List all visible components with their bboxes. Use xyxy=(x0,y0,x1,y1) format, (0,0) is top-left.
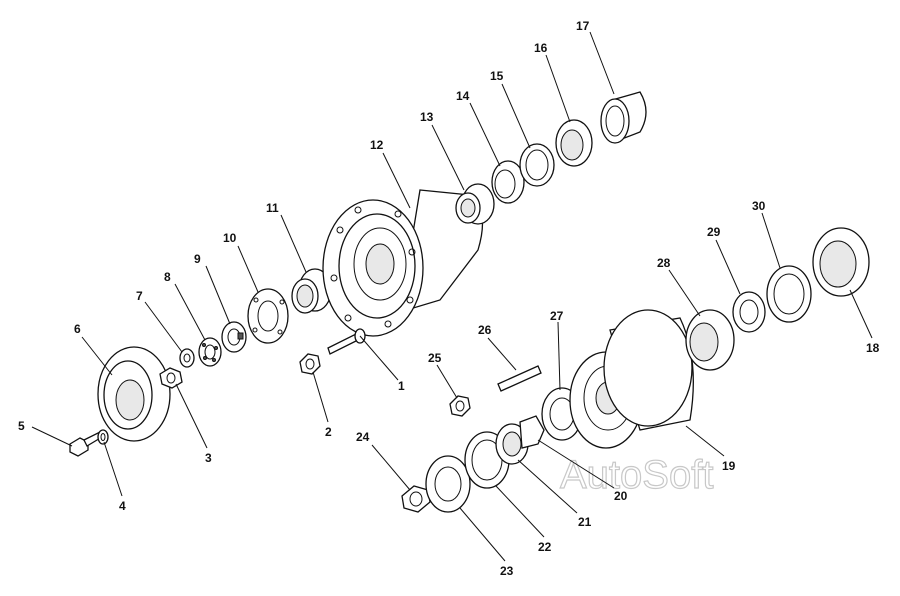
callout-17: 17 xyxy=(576,19,590,33)
callout-1: 1 xyxy=(398,379,405,393)
part-wheel-stud xyxy=(327,328,366,355)
part-stud-nut xyxy=(449,395,471,417)
callout-5: 5 xyxy=(18,419,25,433)
part-wheel-nut xyxy=(299,353,321,375)
callout-23: 23 xyxy=(500,564,514,578)
callout-labels: 1 2 3 4 5 6 7 8 9 10 11 12 13 14 15 16 1… xyxy=(18,19,880,578)
part-seal xyxy=(495,423,529,465)
part-seal-ring xyxy=(519,143,555,187)
part-rear-hub xyxy=(569,309,694,449)
part-oil-seal xyxy=(555,119,593,167)
callout-7: 7 xyxy=(136,289,143,303)
callout-3: 3 xyxy=(205,451,212,465)
watermark-text: AutoSoft xyxy=(560,453,713,497)
part-bolt xyxy=(69,431,103,457)
callout-16: 16 xyxy=(534,41,548,55)
callout-2: 2 xyxy=(325,425,332,439)
part-lock-washer xyxy=(97,429,109,445)
part-nut xyxy=(159,367,183,389)
callout-15: 15 xyxy=(490,69,504,83)
callout-20: 20 xyxy=(614,489,628,503)
callout-14: 14 xyxy=(456,89,470,103)
part-spacer-ring xyxy=(425,455,471,513)
callout-13: 13 xyxy=(420,110,434,124)
part-collar xyxy=(519,415,545,449)
leader-lines xyxy=(31,31,873,562)
part-spacer-sleeve xyxy=(600,91,647,144)
part-retaining-ring xyxy=(766,265,812,323)
callout-19: 19 xyxy=(722,459,736,473)
callout-25: 25 xyxy=(428,351,442,365)
part-gasket xyxy=(247,288,289,344)
callout-30: 30 xyxy=(752,199,766,213)
part-front-hub xyxy=(322,189,484,337)
callout-29: 29 xyxy=(707,225,721,239)
callout-18: 18 xyxy=(866,341,880,355)
part-washer xyxy=(179,348,195,368)
part-inner-bearing xyxy=(455,183,495,225)
callout-27: 27 xyxy=(550,309,564,323)
callout-21: 21 xyxy=(578,515,592,529)
part-lock-nut xyxy=(401,485,431,513)
callout-9: 9 xyxy=(194,252,201,266)
callout-6: 6 xyxy=(74,322,81,336)
part-large-seal xyxy=(812,227,870,297)
callout-10: 10 xyxy=(223,231,237,245)
part-stud xyxy=(497,365,542,392)
callout-11: 11 xyxy=(266,201,279,215)
callout-24: 24 xyxy=(356,430,370,444)
part-adjusting-nut xyxy=(221,321,247,353)
callout-28: 28 xyxy=(657,256,671,270)
callout-12: 12 xyxy=(370,138,384,152)
part-hub-cap xyxy=(97,346,171,442)
callout-4: 4 xyxy=(119,499,126,513)
callout-8: 8 xyxy=(164,270,171,284)
part-lock-plate xyxy=(198,337,222,367)
part-hub-bearing xyxy=(685,309,735,371)
part-hub-cup xyxy=(732,291,766,333)
part-bearing-cup xyxy=(491,160,525,204)
callout-22: 22 xyxy=(538,540,552,554)
callout-26: 26 xyxy=(478,323,492,337)
